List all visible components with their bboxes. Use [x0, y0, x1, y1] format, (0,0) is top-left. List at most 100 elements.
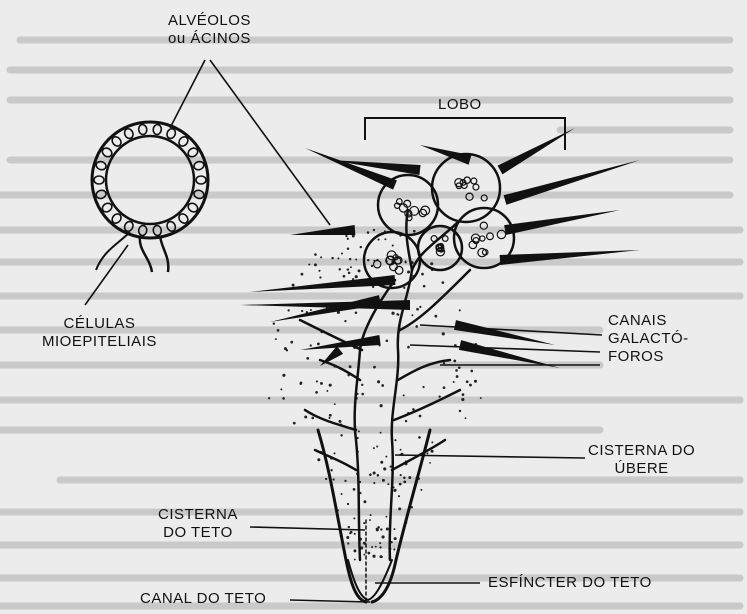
stipple-dot: [419, 306, 421, 308]
stipple-dot: [413, 230, 416, 233]
stipple-dot: [386, 527, 389, 530]
stipple-dot: [377, 380, 380, 383]
stipple-dot: [341, 252, 343, 254]
stipple-dot: [299, 382, 302, 385]
stipple-dot: [480, 397, 482, 399]
alveolus-cell: [153, 124, 162, 135]
lobule-alveolus: [473, 184, 479, 190]
stipple-dot: [320, 382, 323, 385]
stipple-dot: [310, 344, 312, 346]
lobule-alveolus: [471, 178, 477, 184]
stipple-dot: [403, 481, 406, 484]
stipple-dot: [455, 369, 458, 372]
label-cisterna-teto: CISTERNA DO TETO: [158, 506, 238, 542]
stipple-dot: [403, 394, 405, 396]
stipple-dot: [361, 393, 364, 396]
label-cisterna-ubere-line-1: CISTERNA DO: [588, 442, 695, 460]
stipple-dot: [344, 320, 346, 322]
stipple-dot: [361, 384, 363, 386]
stipple-dot: [394, 439, 396, 441]
stipple-dot: [358, 430, 360, 432]
stipple-dot: [288, 309, 290, 311]
stipple-dot: [385, 456, 387, 458]
stipple-dot: [275, 338, 277, 340]
stipple-dot: [339, 268, 341, 270]
label-celulas-line-2: MIOEPITELIAIS: [42, 333, 157, 351]
stipple-dot: [369, 473, 372, 476]
stipple-dot: [334, 403, 336, 405]
stipple-dot: [453, 381, 455, 383]
stipple-dot: [311, 417, 314, 420]
stipple-dot: [346, 536, 349, 539]
stipple-dot: [373, 482, 375, 484]
stipple-dot: [348, 272, 351, 275]
stipple-dot: [381, 535, 384, 538]
stipple-dot: [423, 285, 426, 288]
stipple-dot: [407, 270, 410, 273]
stipple-dot: [377, 474, 380, 477]
connective-spike: [498, 128, 575, 174]
stipple-dot: [347, 268, 349, 270]
stipple-dot: [459, 309, 461, 311]
alveolus-cells: [94, 124, 206, 236]
stipple-dot: [380, 461, 383, 464]
stipple-dot: [392, 245, 394, 247]
stipple-dot: [426, 452, 428, 454]
stipple-dot: [459, 410, 461, 412]
stipple-dot: [380, 528, 382, 530]
stipple-dot: [469, 384, 472, 387]
label-canal: CANAL DO TETO: [140, 590, 266, 608]
stipple-dot: [431, 441, 433, 443]
stipple-dot: [384, 238, 386, 240]
label-cisterna-ubere-line-2: ÚBERE: [588, 460, 695, 478]
stipple-dot: [347, 238, 349, 240]
stipple-dot: [411, 314, 413, 316]
stipple-dot: [438, 395, 440, 397]
stipple-dot: [398, 507, 401, 510]
stipple-dot: [419, 415, 422, 418]
label-canais-line-2: GALACTÓ-: [608, 330, 689, 348]
stipple-dot: [363, 500, 366, 503]
stipple-dot: [329, 384, 332, 387]
label-canais: CANAIS GALACTÓ- FOROS: [608, 312, 689, 366]
stipple-dot: [318, 270, 320, 272]
stipple-dot: [397, 314, 399, 316]
stipple-dot: [421, 273, 424, 276]
stipple-dot: [344, 480, 346, 482]
stipple-dot: [325, 478, 327, 480]
stipple-dot: [470, 370, 473, 373]
stipple-dot: [331, 257, 333, 259]
stipple-dot: [442, 332, 445, 335]
stipple-dot: [333, 478, 335, 480]
stipple-dot: [273, 322, 275, 324]
stipple-dot: [314, 263, 317, 266]
stipple-dot: [458, 366, 461, 369]
stipple-dot: [347, 542, 349, 544]
connective-spike: [250, 275, 395, 292]
label-cisterna-teto-line-1: CISTERNA: [158, 506, 238, 524]
stipple-dot: [381, 556, 383, 558]
stipple-dot: [330, 469, 332, 471]
label-alveolos-line-2: ou ÁCINOS: [168, 30, 251, 48]
label-celulas-line-1: CÉLULAS: [42, 315, 157, 333]
stipple-dot: [394, 537, 397, 540]
stipple-dot: [372, 555, 375, 558]
stipple-dot: [408, 476, 411, 479]
lobule-alveolus: [480, 236, 485, 241]
stipple-dot: [407, 346, 410, 349]
stipple-dot: [358, 269, 361, 272]
label-lobo: LOBO: [438, 96, 482, 114]
connective-spike: [300, 335, 381, 350]
stipple-dot: [306, 357, 309, 360]
stipple-dot: [373, 366, 376, 369]
stipple-dot: [345, 235, 347, 237]
stipple-dot: [375, 546, 377, 548]
stipple-dot: [376, 445, 378, 447]
stipple-dot: [462, 393, 465, 396]
stipple-dot: [355, 259, 357, 261]
stipple-dot: [387, 483, 389, 485]
stipple-dot: [350, 531, 353, 534]
stipple-dot: [355, 311, 358, 314]
stipple-dot: [292, 284, 295, 287]
